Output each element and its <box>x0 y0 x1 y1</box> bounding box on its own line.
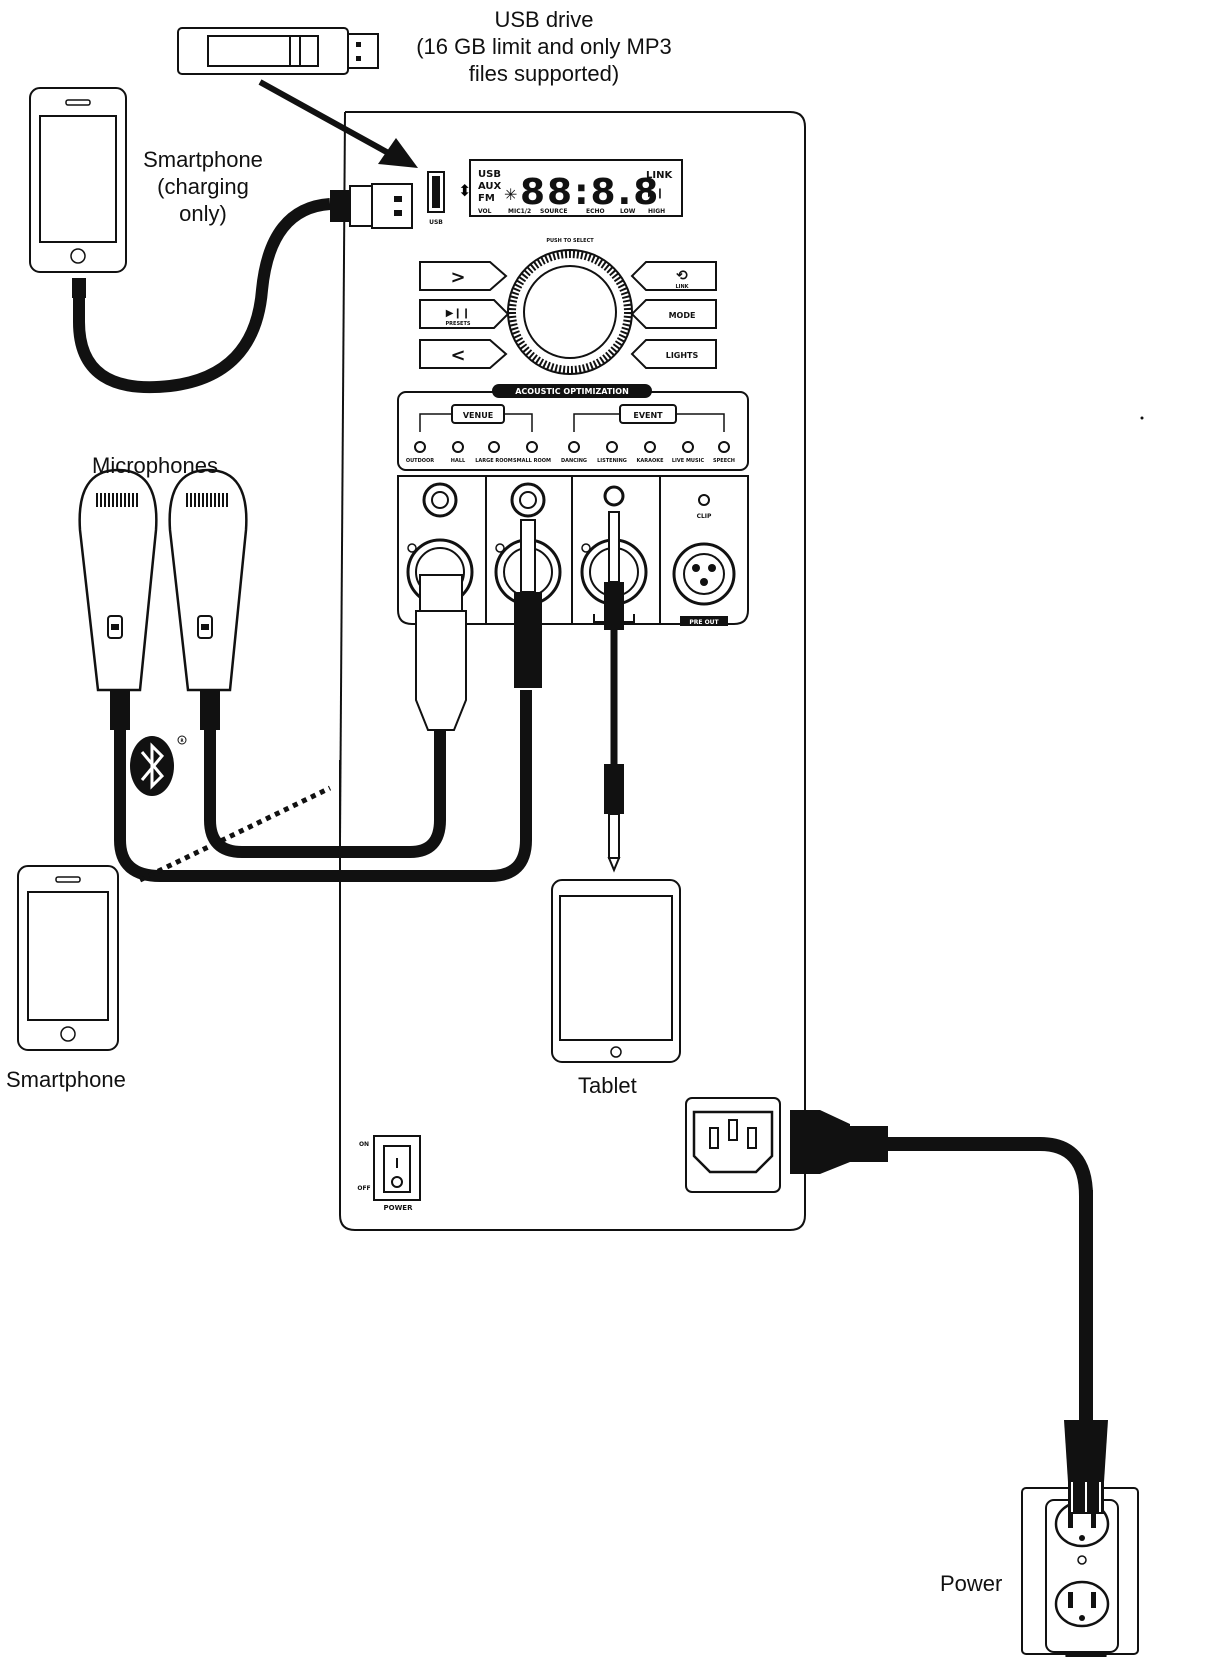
event-option-dancing: DANCING <box>561 458 587 464</box>
event-option-speech: SPEECH <box>713 458 735 464</box>
event-option-karaoke: KARAOKE <box>636 458 664 464</box>
xlr-plug <box>415 574 467 731</box>
smartphone-charging-label: Smartphone (charging only) <box>128 146 278 227</box>
bluetooth-link-dotted <box>138 785 332 883</box>
svg-text:⟲: ⟲ <box>676 268 688 284</box>
venue-led-row: OUTDOOR HALL LARGE ROOM SMALL ROOM <box>406 441 551 464</box>
smartphone-icon <box>17 865 119 1051</box>
clip-label: CLIP <box>697 513 712 520</box>
venue-title: VENUE <box>463 411 493 420</box>
display-bottom-low: LOW <box>620 208 636 215</box>
plug-prongs <box>1068 1480 1104 1514</box>
usb-drive-note-line2: files supported) <box>468 61 620 86</box>
usb-drive-title: USB drive <box>494 7 594 32</box>
power-off-label: OFF <box>357 1185 370 1192</box>
button-previous: < <box>419 339 508 369</box>
tablet-icon <box>551 879 681 1063</box>
svg-text:▶❙❙: ▶❙❙ <box>446 308 470 319</box>
knob-label: PUSH TO SELECT <box>546 238 594 244</box>
smartphone-charging-line1: Smartphone <box>143 147 263 172</box>
display-bluetooth-icon: ✳ <box>504 185 517 204</box>
microphone-icon <box>78 468 158 730</box>
bluetooth-icon: R <box>130 735 187 796</box>
button-next: > <box>419 261 508 291</box>
microphones-label: Microphones <box>92 453 218 478</box>
usb-icon: ⬍ <box>458 183 471 200</box>
svg-text:MODE: MODE <box>669 311 696 320</box>
display-bottom-echo: ECHO <box>586 208 605 215</box>
stray-dot <box>1140 416 1144 420</box>
smartphone-charging-icon <box>29 87 127 273</box>
usb-port: USB ⬍ <box>427 171 471 226</box>
svg-text:<: < <box>450 345 465 366</box>
svg-text:LINK: LINK <box>675 284 689 290</box>
power-on-label: ON <box>359 1141 369 1148</box>
venue-option-outdoor: OUTDOOR <box>406 458 434 464</box>
usb-port-label: USB <box>429 219 443 226</box>
button-play-pause: ▶❙❙ PRESETS <box>419 299 510 329</box>
acoustic-optimization-section: ACOUSTIC OPTIMIZATION VENUE EVENT OUTDOO… <box>397 384 749 471</box>
microphone-cable <box>204 730 446 858</box>
display-label-link: LINK <box>646 170 673 181</box>
pre-out-label: PRE OUT <box>689 619 719 626</box>
power-plug <box>1064 1420 1108 1482</box>
display-play-pause: ▶❙ <box>648 188 664 199</box>
event-led-row: DANCING LISTENING KARAOKE LIVE MUSIC SPE… <box>561 441 735 464</box>
event-title: EVENT <box>633 411 663 420</box>
display-bottom-mic: MIC1/2 <box>508 208 531 215</box>
svg-text:>: > <box>450 267 465 288</box>
microphone-icon <box>168 468 248 730</box>
display-bottom-high: HIGH <box>648 208 665 215</box>
control-knob <box>507 249 633 375</box>
acoustic-title: ACOUSTIC OPTIMIZATION <box>515 387 629 396</box>
power-switch-label: POWER <box>384 1204 414 1212</box>
power-switch: ON OFF POWER <box>357 1135 421 1212</box>
display-label-usb: USB <box>478 169 501 180</box>
quarter-inch-plug <box>514 519 542 688</box>
display-bottom-source: SOURCE <box>540 208 567 215</box>
aux-cable <box>604 511 624 873</box>
smartphone-charging-line3: only) <box>179 201 227 226</box>
event-option-listening: LISTENING <box>597 458 627 464</box>
event-option-live-music: LIVE MUSIC <box>672 458 705 464</box>
speaker-panel-outline <box>339 111 806 1231</box>
venue-option-large-room: LARGE ROOM <box>475 458 513 464</box>
display-bottom-vol: VOL <box>478 208 492 215</box>
venue-option-small-room: SMALL ROOM <box>513 458 551 464</box>
usb-drive-icon <box>177 27 379 75</box>
input-jack-panel: CLIP PRE OUT <box>397 475 749 626</box>
usb-arrow <box>258 79 418 168</box>
speaker-panel-left-edge <box>339 111 346 841</box>
lcd-display: USB AUX FM ✳ 88:8.8 LINK ▶❙ VOL MIC1/2 S… <box>469 159 683 217</box>
display-digits: 88:8.8 <box>520 172 660 213</box>
button-mode: MODE <box>630 299 717 329</box>
svg-text:PRESETS: PRESETS <box>446 321 471 327</box>
charging-cable <box>72 183 413 394</box>
display-label-fm: FM <box>478 193 495 204</box>
registered-mark-icon: R <box>180 738 183 743</box>
svg-text:LIGHTS: LIGHTS <box>666 351 699 360</box>
usb-drive-label: USB drive (16 GB limit and only MP3 file… <box>384 6 704 87</box>
smartphone-charging-line2: (charging <box>157 174 249 199</box>
power-label: Power <box>940 1571 1003 1596</box>
power-inlet <box>685 1097 781 1193</box>
button-repeat-link: ⟲ LINK <box>630 261 717 291</box>
usb-drive-note-line1: (16 GB limit and only MP3 <box>416 34 672 59</box>
smartphone-label: Smartphone <box>6 1067 126 1092</box>
venue-option-hall: HALL <box>451 458 466 464</box>
tablet-label: Tablet <box>578 1073 637 1098</box>
button-lights: LIGHTS <box>630 339 717 369</box>
microphone-cable <box>114 690 532 882</box>
display-label-aux: AUX <box>478 181 502 192</box>
